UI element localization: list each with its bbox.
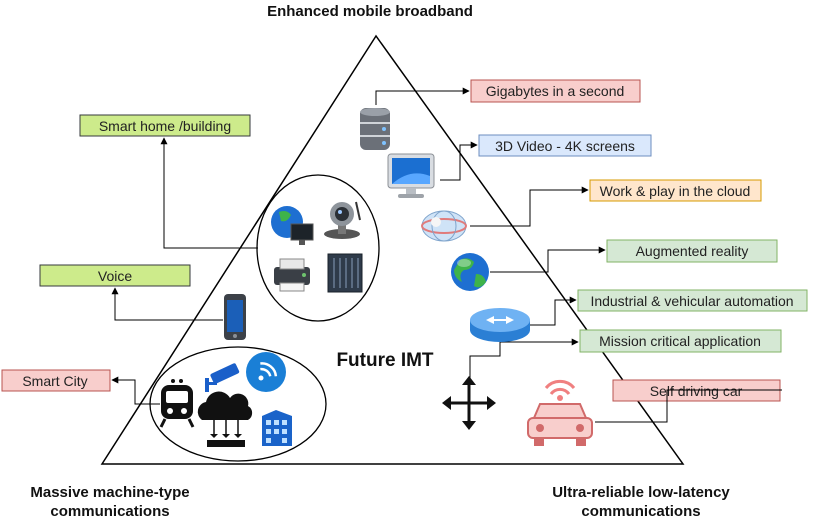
smartphone-icon: [224, 294, 246, 340]
wifi-icon: [246, 352, 286, 392]
corner-right-line2: communications: [581, 503, 700, 520]
box-cloud-label: Work & play in the cloud: [600, 183, 751, 199]
box-smartcity-label: Smart City: [22, 373, 87, 389]
box-smarthome: Smart home /building: [79, 114, 251, 137]
arrow-voice: [111, 287, 223, 321]
router-icon: [470, 308, 530, 342]
box-cloud: Work & play in the cloud: [589, 179, 762, 202]
arrow-car-line: [595, 389, 782, 423]
corner-left-line1: Massive machine-type: [30, 484, 189, 501]
arrow-industrial: [530, 296, 577, 326]
building-icon: [262, 410, 292, 446]
webcam-icon: [324, 201, 361, 239]
connectors: [111, 87, 782, 423]
box-smartcity: Smart City: [1, 369, 111, 392]
box-voice: Voice: [39, 264, 191, 287]
arrow-video: [440, 141, 478, 181]
box-mission-label: Mission critical application: [599, 333, 761, 349]
smart-home-ellipse: [256, 174, 380, 322]
box-gigabytes-label: Gigabytes in a second: [486, 83, 625, 99]
title-top: Enhanced mobile broadband: [267, 3, 473, 20]
box-ar: Augmented reality: [606, 239, 778, 263]
arrow-smarthome: [160, 137, 258, 249]
earth-pc-icon: [271, 206, 314, 245]
center-label: Future IMT: [336, 350, 433, 371]
box-voice-label: Voice: [98, 268, 132, 284]
globe-cloud-icon: [421, 210, 467, 242]
earth-icon: [451, 253, 489, 291]
arrow-gigabytes: [375, 87, 470, 105]
arrow-smartcity: [111, 376, 160, 405]
box-industrial: Industrial & vehicular automation: [577, 289, 808, 312]
arrow-mission: [469, 338, 579, 380]
database-server-icon: [360, 108, 390, 150]
box-smarthome-label: Smart home /building: [99, 118, 231, 134]
box-mission: Mission critical application: [579, 329, 782, 353]
arrow-cloud: [470, 186, 589, 227]
monitor-icon: [387, 153, 435, 198]
corner-right-line1: Ultra-reliable low-latency: [552, 484, 730, 501]
train-icon: [159, 379, 195, 428]
wifi-car-icon: [527, 379, 593, 446]
main-triangle: [100, 34, 685, 465]
box-gigabytes: Gigabytes in a second: [470, 79, 641, 103]
box-video: 3D Video - 4K screens: [478, 134, 652, 157]
printer-icon: [274, 258, 310, 292]
arrow-ar: [490, 246, 606, 273]
corner-left-line2: communications: [50, 503, 169, 520]
move-arrows-icon: [442, 376, 496, 430]
box-car-label: Self driving car: [650, 383, 743, 399]
cctv-icon: [205, 363, 240, 392]
cloud-network-icon: [197, 391, 253, 447]
box-industrial-label: Industrial & vehicular automation: [590, 293, 793, 309]
box-ar-label: Augmented reality: [636, 243, 749, 259]
box-video-label: 3D Video - 4K screens: [495, 138, 635, 154]
server-rack-icon: [327, 253, 363, 293]
